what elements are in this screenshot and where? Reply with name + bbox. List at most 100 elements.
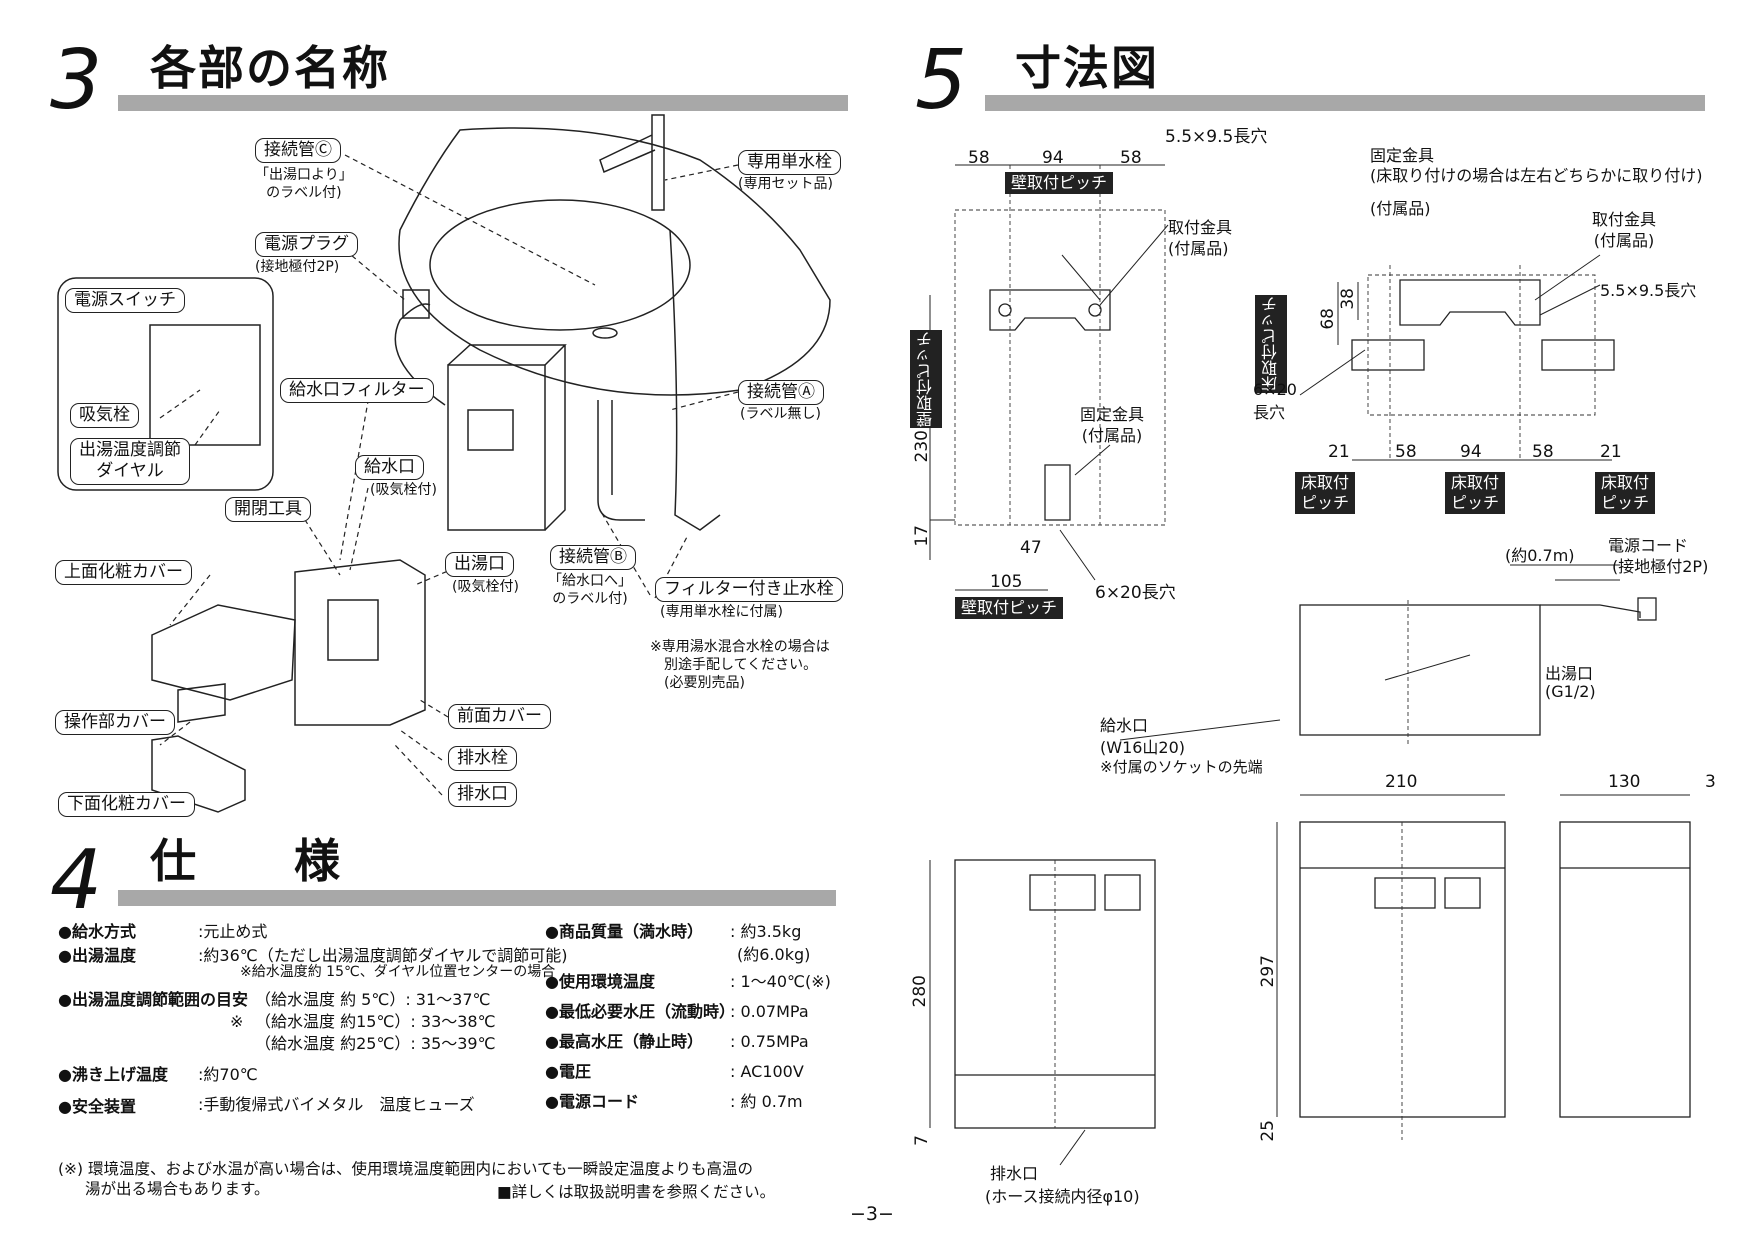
note-fixing-bracket-floor: (床取り付けの場合は左右どちらかに取り付け) [1370,166,1703,185]
note-power-cord: (接地極付2P) [1612,557,1709,576]
wall-pitch-tag: 壁取付ピッチ [1005,172,1114,194]
label-water-inlet-dim: 給水口 [1100,716,1149,735]
spec-value: （給水温度 約15℃）: 33～38℃ [255,1012,496,1031]
section-number-3: 3 [50,33,103,128]
note-line: のラベル付) [552,591,628,608]
note-line: (付属品) [1081,425,1143,445]
dim: 280 [910,975,930,1008]
dim-slot: 6×20 長穴 [1253,380,1297,423]
dim-slot: 6×20長穴 [1095,583,1176,603]
spec-label: ●沸き上げ温度 [58,1065,168,1084]
floor-pitch-tag: 床取付ピッチ [1445,472,1506,514]
note-fixing-bracket-floor: (付属品) [1370,199,1431,218]
label-filter-stop-valve: フィルター付き止水栓 [655,577,843,603]
spec-value: (約6.0kg) [737,945,811,964]
faucet [599,114,665,211]
tag-line: ピッチ [1601,493,1650,512]
section-title-dimensions: 寸法図 [1015,41,1159,95]
spec-value: : 1～40℃(※) [730,972,831,991]
label-opening-tool: 開閉工具 [225,497,311,523]
spec-label: ●商品質量（満水時） [545,922,703,941]
spec-label: ●安全装置 [58,1097,136,1116]
label-intake-plug: 吸気栓 [70,403,139,429]
spec-value: （給水温度 約 5℃）: 31～37℃ [255,990,491,1009]
section-bar [985,95,1705,111]
bottom-cover [151,735,246,813]
note-water-inlet: (吸気栓付) [370,482,437,498]
spec-note: ※給水温度約 15℃、ダイヤル位置センターの場合 [240,964,556,980]
note-drain-outlet-dim: (ホース接続内径φ10) [985,1187,1140,1206]
tag-line: 床取付 [1301,473,1350,492]
label-line: 出湯温度調節 [79,440,181,460]
note-connection-pipe-c: 「出湯口より」 のラベル付) [255,166,353,202]
note-line: 固定金具 [1080,405,1145,424]
dim: 94 [1460,442,1482,462]
label-connection-pipe-c: 接続管Ⓒ [255,138,341,164]
spec-value: :約70℃ [198,1065,258,1084]
label-drain-plug: 排水栓 [448,746,517,772]
note-water-inlet-dim: (W16山20) [1100,738,1186,757]
note-connection-pipe-b: 「給水口へ」 のラベル付) [548,572,632,608]
note-hot-outlet: (吸気栓付) [452,579,519,595]
floor-pitch-tag: 床取付ピッチ [1595,472,1656,514]
dim: 58 [1120,148,1142,168]
footnote: (※) 環境温度、および水温が高い場合は、使用環境温度範囲内においても一瞬設定温… [58,1160,753,1178]
dim-cord-length: (約0.7m) [1505,546,1575,565]
dim-line: 6×20 [1253,380,1297,399]
dim: 68 [1318,308,1338,330]
dim: 21 [1328,442,1350,462]
dim: 17 [912,525,932,547]
label-drain-outlet: 排水口 [448,782,517,808]
dim: 38 [1338,288,1358,310]
section-number-4: 4 [50,833,103,928]
label-power-switch: 電源スイッチ [65,288,185,314]
spec-label: ●使用環境温度 [545,972,655,991]
main-unit [294,559,426,726]
dim: 47 [1020,538,1042,558]
note-line: 「出湯口より」 [255,167,353,183]
front-unit-2 [1299,821,1506,1118]
note-water-inlet-socket: ※付属のソケットの先端 [1100,758,1263,776]
note-line: 「給水口へ」 [548,573,632,589]
note-filter-stop-valve: (専用単水栓に付属) [660,604,783,620]
floor-pitch-tag-vertical: 床取付ピッチ [1255,295,1287,393]
dim: 210 [1385,772,1418,792]
dim: 297 [1258,955,1278,988]
label-line: ダイヤル [96,461,164,482]
wall-pitch-tag-vertical: 壁取付ピッチ [910,330,942,428]
label-temp-dial: 出湯温度調節 ダイヤル [70,438,190,485]
dim: 58 [1395,442,1417,462]
note-line: (必要別売品) [664,675,745,692]
dim: 3 [1705,772,1716,792]
section-title-specs: 仕 様 [150,834,342,888]
spec-value: : 約 0.7m [730,1092,803,1111]
section-number-5: 5 [915,33,968,128]
side-unit-2 [1559,821,1691,1118]
note-mounting-bracket-floor: 取付金具 (付属品) [1592,210,1656,252]
footnote: 湯が出る場合もあります。 [85,1180,270,1198]
label-bottom-cover: 下面化粧カバー [58,792,195,818]
tag-line: ピッチ [1301,493,1350,512]
spec-value: : 0.75MPa [730,1032,809,1051]
label-connection-pipe-a: 接続管Ⓐ [738,380,824,406]
label-power-plug: 電源プラグ [255,232,358,258]
tag-line: 床取付 [1451,473,1500,492]
label-power-cord: 電源コード [1608,536,1689,555]
spec-label: ●最高水圧（静止時） [545,1032,703,1051]
spec-label: ●出湯温度 [58,946,136,965]
dim: 94 [1042,148,1064,168]
spec-label: ●電源コード [545,1092,639,1111]
dim-line: 長穴 [1253,403,1286,422]
dim: 58 [1532,442,1554,462]
note-fixing-bracket-floor: 固定金具 [1370,146,1435,165]
note-line: のラベル付) [266,185,342,202]
label-hot-outlet-dim: 出湯口 [1545,664,1594,683]
floor-pitch-tag: 床取付ピッチ [1295,472,1356,514]
note-line: 別途手配してください。 [664,657,818,674]
dim: 7 [912,1135,932,1146]
section-bar [118,890,836,906]
dim-slot: 5.5×9.5長穴 [1600,281,1697,300]
label-control-cover: 操作部カバー [55,710,175,736]
tag-line: 床取付 [1601,473,1650,492]
dim: 230 [912,430,932,463]
